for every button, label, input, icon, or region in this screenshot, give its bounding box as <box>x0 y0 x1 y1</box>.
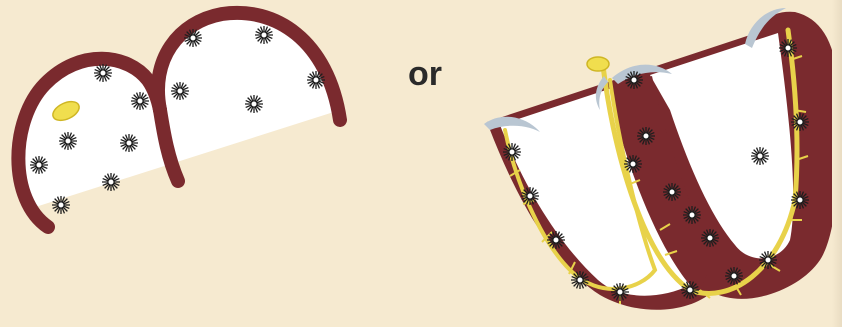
pacemaker-cell-icon <box>52 196 70 214</box>
pacemaker-cell-icon <box>759 251 777 269</box>
right-heart-diagram <box>484 8 840 310</box>
pacemaker-cell-icon <box>637 127 655 145</box>
pacemaker-cell-icon <box>307 71 325 89</box>
pacemaker-cell-icon <box>725 267 743 285</box>
pacemaker-cell-icon <box>571 271 589 289</box>
node-icon-right <box>587 57 609 71</box>
pacemaker-cell-icon <box>245 95 263 113</box>
pacemaker-cell-icon <box>663 183 681 201</box>
pacemaker-cell-icon <box>171 82 189 100</box>
pacemaker-cell-icon <box>681 281 699 299</box>
pacemaker-cell-icon <box>751 147 769 165</box>
pacemaker-cell-icon <box>791 113 809 131</box>
pacemaker-cell-icon <box>131 92 149 110</box>
pacemaker-cell-icon <box>184 29 202 47</box>
left-heart-diagram <box>18 13 340 227</box>
pacemaker-cell-icon <box>503 143 521 161</box>
page-edge-shadow <box>832 0 842 327</box>
pacemaker-cell-icon <box>683 206 701 224</box>
pacemaker-cell-icon <box>94 64 112 82</box>
pacemaker-cell-icon <box>30 156 48 174</box>
pacemaker-cell-icon <box>102 173 120 191</box>
pacemaker-cell-icon <box>701 229 719 247</box>
pacemaker-cell-icon <box>59 132 77 150</box>
connector-label: or <box>408 55 442 94</box>
pacemaker-cell-icon <box>120 134 138 152</box>
pacemaker-cell-icon <box>521 187 539 205</box>
pacemaker-cell-icon <box>255 26 273 44</box>
pacemaker-cell-icon <box>624 155 642 173</box>
pacemaker-cell-icon <box>779 39 797 57</box>
pacemaker-cell-icon <box>625 71 643 89</box>
pacemaker-cell-icon <box>547 231 565 249</box>
pacemaker-cell-icon <box>611 283 629 301</box>
pacemaker-cell-icon <box>791 191 809 209</box>
